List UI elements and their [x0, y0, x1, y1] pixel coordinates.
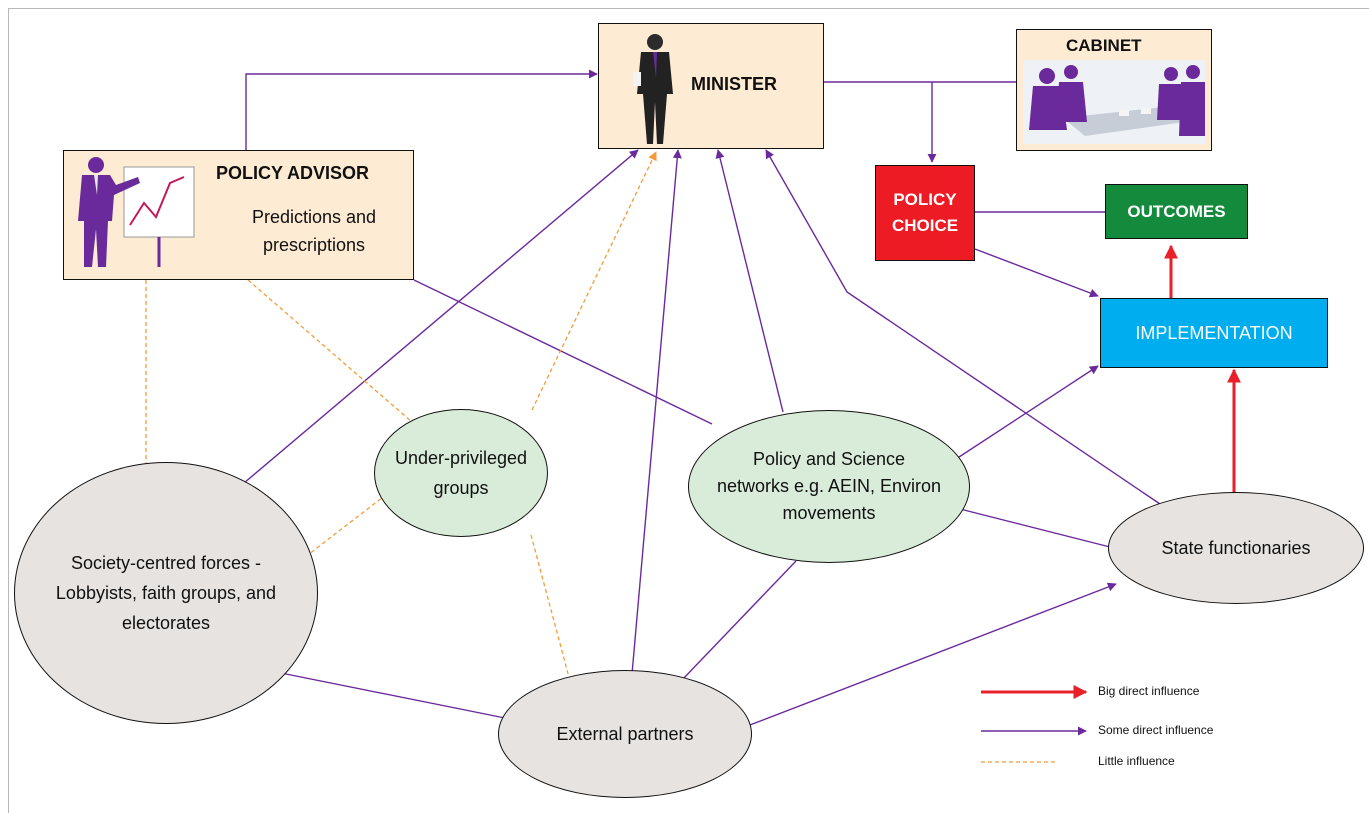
- businessman-icon: [633, 34, 673, 144]
- policy-advisor-subtitle: Predictions and prescriptions: [251, 207, 377, 255]
- state-node: State functionaries: [1108, 492, 1364, 604]
- diagram-frame: [8, 8, 1369, 813]
- meeting-icon: [1023, 60, 1205, 144]
- policy-choice-box: POLICY CHOICE: [875, 165, 975, 261]
- presenter-icon: [78, 157, 195, 267]
- edge-state-minister: [765, 149, 1161, 505]
- cabinet-box: CABINET: [1016, 29, 1212, 151]
- society-label: Society-centred forces - Lobbyists, fait…: [55, 553, 277, 633]
- policy-choice-label: POLICY CHOICE: [891, 190, 959, 235]
- implementation-label: IMPLEMENTATION: [1135, 322, 1293, 343]
- edge-society-underprivileged: [299, 493, 388, 562]
- policy-science-node: Policy and Science networks e.g. AEIN, E…: [688, 410, 970, 563]
- external-label: External partners: [556, 723, 694, 744]
- legend-big-label: Big direct influence: [1098, 684, 1200, 698]
- policy-science-label: Policy and Science networks e.g. AEIN, E…: [716, 449, 942, 523]
- edge-policyscience-implementation: [955, 365, 1099, 460]
- legend-some-label: Some direct influence: [1098, 723, 1214, 737]
- edge-underprivileged-external: [530, 534, 571, 682]
- edge-advisor-minister: [245, 69, 598, 150]
- outcomes-box: OUTCOMES: [1105, 184, 1248, 239]
- outcomes-label: OUTCOMES: [1127, 201, 1226, 221]
- cabinet-label: CABINET: [1066, 36, 1142, 55]
- minister-box: MINISTER: [598, 23, 824, 149]
- edge-external-minister: [631, 149, 682, 675]
- minister-label: MINISTER: [691, 74, 778, 94]
- edge-advisor-policyscience: [413, 279, 713, 425]
- society-node: Society-centred forces - Lobbyists, fait…: [14, 462, 318, 724]
- legend-little-label: Little influence: [1098, 754, 1175, 768]
- edge-society-external: [275, 671, 506, 719]
- policy-advisor-label: POLICY ADVISOR: [216, 163, 370, 183]
- edge-underprivileged-minister: [531, 151, 657, 411]
- state-label: State functionaries: [1161, 537, 1311, 558]
- external-node: External partners: [498, 670, 752, 798]
- underprivileged-node: Under-privileged groups: [374, 409, 548, 537]
- edge-policyscience-minister: [715, 149, 784, 413]
- implementation-box: IMPLEMENTATION: [1100, 298, 1328, 368]
- edge-society-minister: [243, 149, 639, 484]
- underprivileged-label: Under-privileged groups: [394, 448, 528, 498]
- edge-policyscience-state: [959, 508, 1111, 548]
- edge-advisor-underprivileged: [247, 279, 413, 423]
- policy-advisor-box: POLICY ADVISOR Predictions and prescript…: [63, 150, 414, 280]
- edge-policychoice-implementation: [974, 248, 1099, 298]
- edge-external-state: [749, 582, 1117, 726]
- edge-external-policyscience: [681, 560, 797, 681]
